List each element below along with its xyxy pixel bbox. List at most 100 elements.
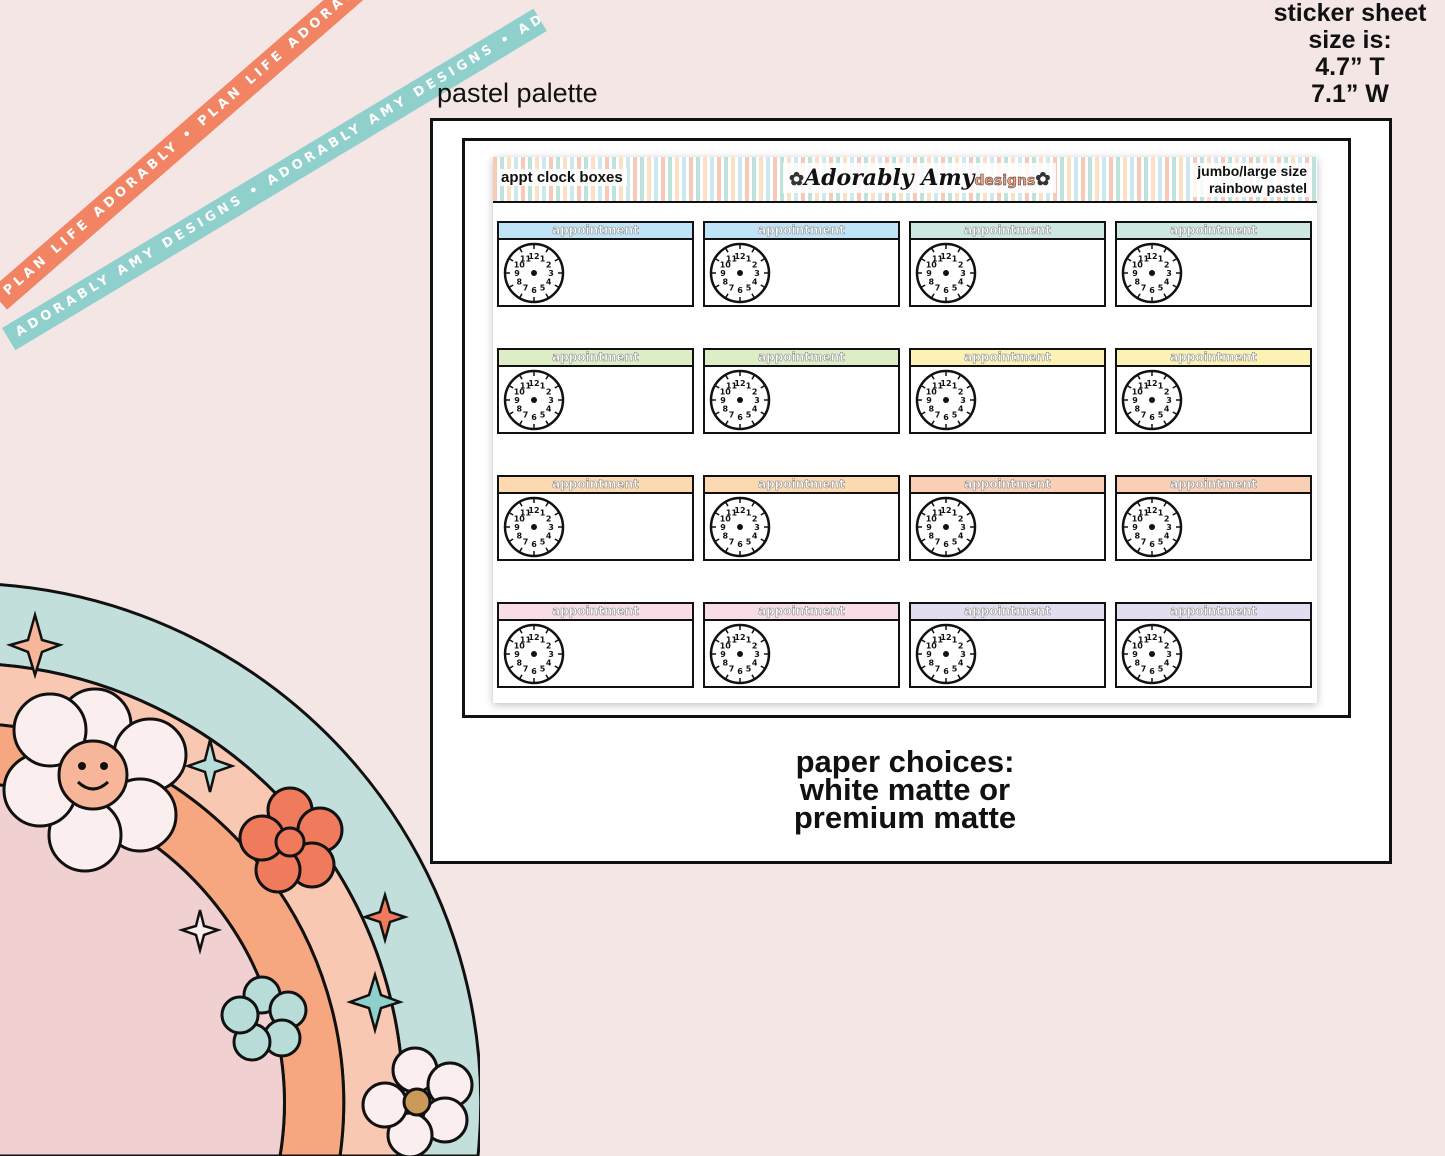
clock-tick (1172, 284, 1178, 289)
clock-tick (545, 628, 550, 634)
clock-number: 5 (1158, 538, 1164, 547)
clock-center (1149, 651, 1155, 657)
clock-tick (714, 384, 720, 389)
clock-tick (518, 628, 523, 634)
clock-number: 4 (1164, 278, 1170, 287)
clock-center (531, 270, 537, 276)
clock-number: 3 (1166, 269, 1172, 278)
appointment-label: appointment (705, 223, 898, 240)
clock-number: 7 (729, 411, 735, 420)
clock-tick (508, 257, 514, 262)
clock-tick (545, 674, 550, 680)
clock-tick (1136, 247, 1141, 253)
clock-number: 9 (926, 523, 932, 532)
clock-number: 12 (940, 379, 951, 388)
clock-number: 3 (1166, 523, 1172, 532)
clock-number: 10 (1132, 261, 1144, 270)
clock-tick (1136, 628, 1141, 634)
clock-number: 12 (1146, 506, 1157, 515)
clock-tick (957, 628, 962, 634)
clock-number: 11 (1138, 254, 1150, 263)
clock-tick (1172, 384, 1178, 389)
clock-tick (1163, 293, 1168, 299)
clock-tick (930, 501, 935, 507)
clock-number: 7 (1141, 665, 1147, 674)
clock-tick (751, 547, 756, 553)
clock-tick (518, 674, 523, 680)
clock-number: 6 (943, 667, 949, 676)
clock-number: 1 (1158, 635, 1164, 644)
appointment-label: appointment (1117, 350, 1310, 367)
clock-number: 11 (932, 635, 944, 644)
clock-number: 7 (523, 538, 529, 547)
clock-number: 3 (960, 269, 966, 278)
size-line: jumbo/large size (1197, 163, 1307, 179)
clock-tick (751, 420, 756, 426)
clock-number: 7 (523, 284, 529, 293)
clock-number: 5 (1158, 665, 1164, 674)
clock-number: 12 (1146, 633, 1157, 642)
clock-number: 1 (746, 381, 752, 390)
clock-center (737, 651, 743, 657)
clock-tick (545, 501, 550, 507)
appointment-label: appointment (911, 477, 1104, 494)
clock-number: 6 (737, 413, 743, 422)
clock-number: 8 (516, 532, 522, 541)
clock-tick (1172, 665, 1178, 670)
clock-number: 4 (958, 659, 964, 668)
clock-center (943, 651, 949, 657)
clock-number: 7 (523, 411, 529, 420)
clock-number: 1 (540, 635, 546, 644)
clock-tick (966, 411, 972, 416)
clock-number: 3 (754, 269, 760, 278)
clock-number: 10 (720, 261, 732, 270)
clock-number: 7 (935, 411, 941, 420)
clock-number: 12 (734, 379, 745, 388)
clock-tick (554, 538, 560, 543)
clock-number: 12 (734, 506, 745, 515)
clock-tick (1126, 284, 1132, 289)
clock-number: 11 (520, 254, 532, 263)
clock-tick (714, 538, 720, 543)
clock-tick (920, 638, 926, 643)
clock-number: 2 (546, 388, 552, 397)
clock-number: 5 (1158, 411, 1164, 420)
appointment-label: appointment (499, 604, 692, 621)
clock-number: 2 (958, 388, 964, 397)
clock-tick (518, 374, 523, 380)
clock-center (531, 524, 537, 530)
clock-number: 11 (1138, 381, 1150, 390)
clock-center (737, 270, 743, 276)
clock-number: 9 (926, 269, 932, 278)
appointment-label: appointment (705, 477, 898, 494)
sparkle-icon (361, 890, 409, 945)
clock-number: 2 (958, 642, 964, 651)
clock-tick (920, 257, 926, 262)
clock-tick (545, 420, 550, 426)
clock-number: 9 (514, 523, 520, 532)
clock-number: 3 (754, 396, 760, 405)
clock-number: 4 (958, 532, 964, 541)
clock-tick (714, 638, 720, 643)
clock-number: 6 (1149, 286, 1155, 295)
clock-number: 8 (928, 532, 934, 541)
clock-number: 2 (546, 261, 552, 270)
clock-center (1149, 270, 1155, 276)
clock-number: 1 (1158, 381, 1164, 390)
clock-number: 4 (752, 405, 758, 414)
